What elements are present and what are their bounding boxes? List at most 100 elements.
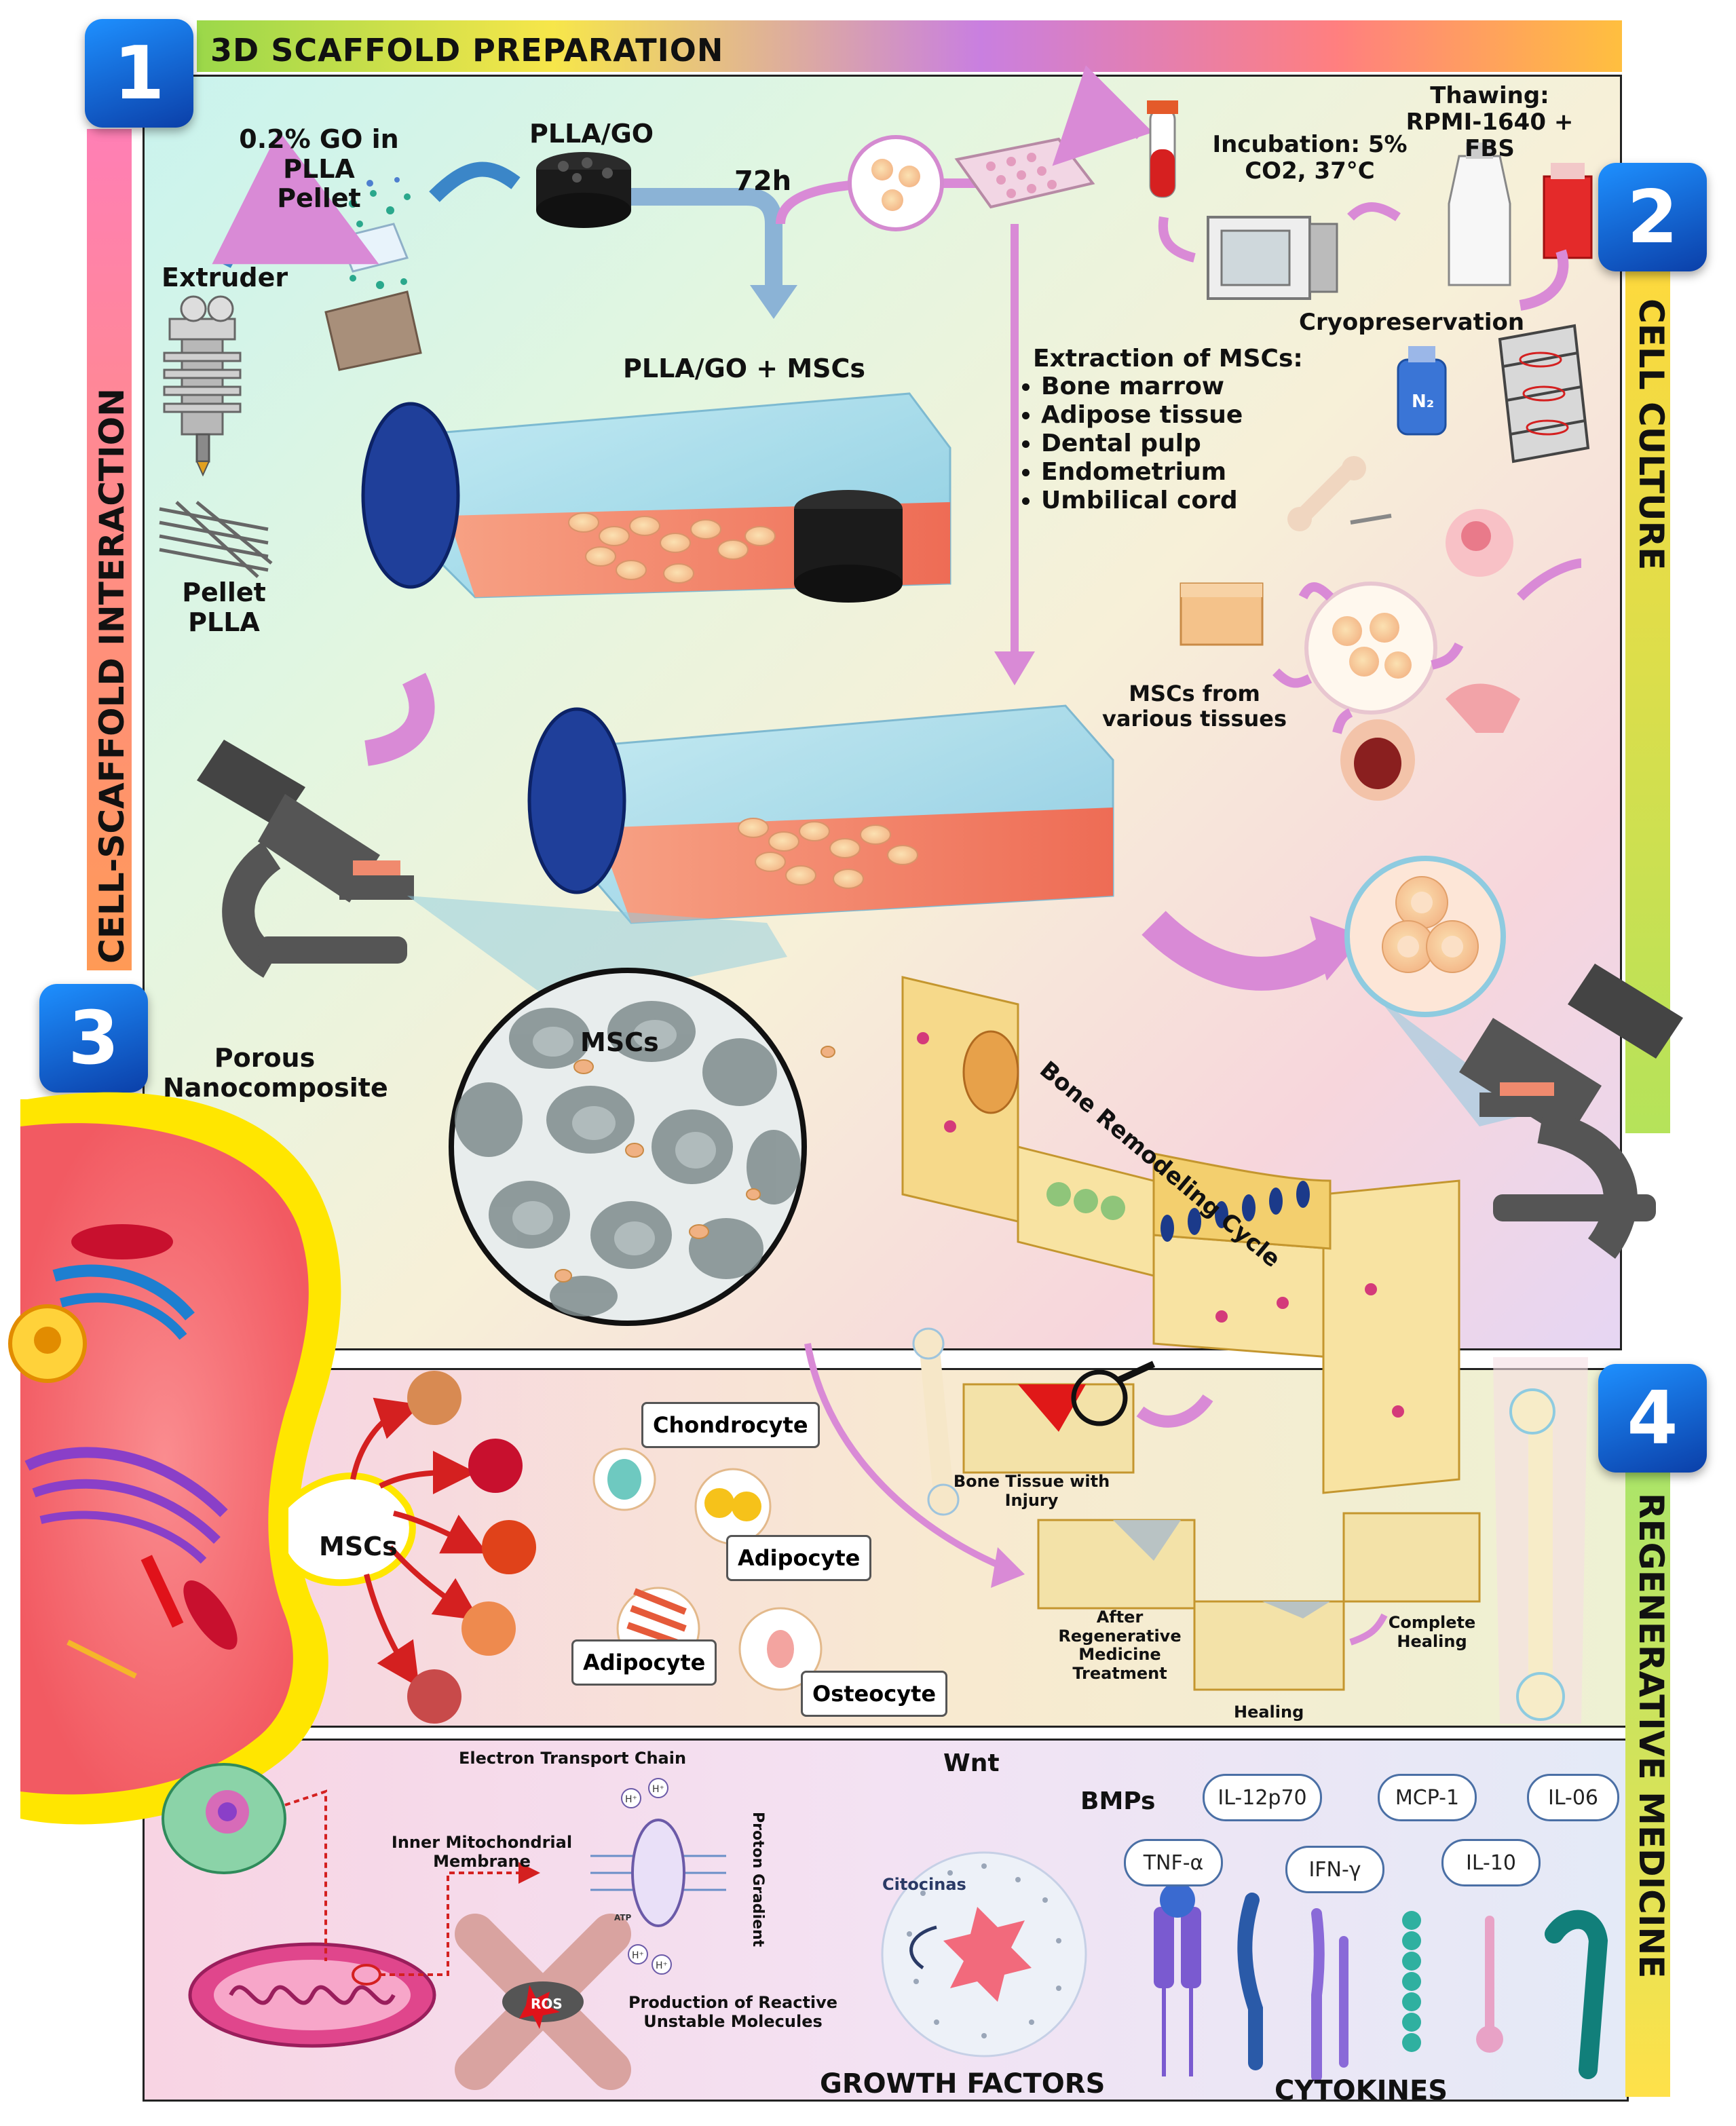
- etc-membrane: [590, 1778, 726, 1975]
- proton-gradient-label: Proton Gradient: [749, 1812, 766, 1948]
- cytokine-pill-il10: IL-10: [1441, 1839, 1541, 1886]
- extruder-label: Extruder: [162, 263, 288, 292]
- wnt-label: Wnt: [943, 1749, 1000, 1777]
- bone-marrow-icon: [1287, 456, 1392, 531]
- bone-remodeling-illustration: [901, 976, 1460, 1494]
- extraction-list: Extraction of MSCs: Bone marrow Adipose …: [1011, 345, 1303, 515]
- title-strip-1: [197, 20, 1622, 72]
- pellet-plla-illustration: [159, 501, 273, 578]
- msc-node: [282, 1473, 416, 1587]
- time-72h-label: 72h: [734, 166, 792, 197]
- microscope-left-icon: [197, 740, 414, 978]
- nitrogen-dewar-icon: [1397, 346, 1447, 436]
- arrow-healing-to-complete: [1349, 1613, 1388, 1646]
- blood-tube-icon: [1147, 100, 1178, 198]
- extraction-item: Dental pulp: [1041, 430, 1303, 458]
- mscs-various-tissues-hub: [1304, 582, 1437, 715]
- plla-go-label: PLLA/GO: [529, 119, 654, 149]
- arrow-tube-to-plate: [1052, 65, 1153, 166]
- tissue-balls: [407, 1371, 536, 1724]
- culture-bottles-icon: [1448, 143, 1593, 286]
- arrow-cryo-to-thaw: [1519, 249, 1569, 311]
- porous-nanocomposite-zoom: [449, 968, 835, 1326]
- embryo-icon: [1446, 509, 1513, 577]
- complete-healing-label: Complete Healing: [1388, 1613, 1476, 1651]
- receptor-icons: [1154, 1882, 1608, 2082]
- strip-section-4: [1625, 1445, 1670, 2097]
- femur-small-icon: [912, 1327, 960, 1516]
- arrow-zoom-to-healing: [804, 1343, 1006, 1571]
- section-1-title: 3D SCAFFOLD PREPARATION: [210, 32, 724, 69]
- imm-label: Inner Mitochondrial Membrane: [391, 1833, 573, 1871]
- arrow-incubator-to-tube: [1158, 216, 1196, 263]
- hplus-3: H⁺: [632, 1950, 644, 1961]
- extraction-item: Bone marrow: [1041, 373, 1303, 401]
- arrow-extruder-to-go: [212, 130, 379, 269]
- arrow-flask-to-zoom: [1141, 911, 1340, 991]
- cryo-rack-icon: [1498, 324, 1590, 463]
- scaffold-in-flask: [794, 490, 903, 603]
- thawing-label: Thawing: RPMI-1640 + FBS: [1405, 82, 1574, 163]
- large-cell-illustration: [8, 1092, 341, 1825]
- ros-label: Production of Reactive Unstable Molecule…: [628, 1993, 838, 2031]
- n2-label: N₂: [1412, 392, 1434, 412]
- cytokine-pill-ifng: IFN-γ: [1285, 1846, 1384, 1893]
- incubation-label: Incubation: 5% CO2, 37°C: [1212, 131, 1408, 185]
- plla-go-mscs-label: PLLA/GO + MSCs: [623, 354, 866, 383]
- culture-flask-1: [361, 392, 951, 603]
- cell-dish-zoom: [848, 135, 944, 231]
- ros-blocked-icon: [455, 1914, 631, 2090]
- etc-label: Electron Transport Chain: [459, 1749, 687, 1768]
- microscope-right-icon: [1459, 964, 1683, 1259]
- growth-factors-label: GROWTH FACTORS: [820, 2068, 1106, 2100]
- zoomed-cells-circle: [1344, 856, 1506, 1017]
- mscs-various-tissues-label: MSCs from various tissues: [1101, 681, 1287, 732]
- badge-3: 3: [39, 984, 148, 1093]
- healing-blocks: [1037, 1512, 1481, 1691]
- arrow-to-microscope-left: [364, 672, 435, 766]
- injured-bone-block: [962, 1361, 1156, 1474]
- after-treatment-label: After Regenerative Medicine Treatment: [1058, 1608, 1182, 1683]
- badge-4: 4: [1598, 1364, 1707, 1473]
- skin-tissue-icon: [1180, 582, 1264, 646]
- mitochondrion-icon: [188, 1942, 436, 2048]
- go-pellet-label: 0.2% GO in PLLA Pellet: [239, 124, 399, 214]
- extraction-item: Umbilical cord: [1041, 487, 1303, 515]
- arrow-go-to-scaffold: [429, 162, 521, 202]
- porous-nanocomposite-label: Porous Nanocomposite: [163, 1043, 388, 1103]
- extraction-title: Extraction of MSCs:: [1033, 345, 1303, 373]
- citocinas-cell-icon: [881, 1851, 1087, 2057]
- cytokine-pill-tnfa: TNF-α: [1124, 1839, 1223, 1886]
- extraction-item: Adipose tissue: [1041, 401, 1303, 430]
- incubator-icon: [1207, 216, 1338, 300]
- badge-1: 1: [85, 19, 193, 128]
- arrow-injury-to-remodel: [1136, 1394, 1213, 1428]
- uterus-icon: [1446, 683, 1520, 733]
- strip-section-3: [87, 129, 132, 970]
- plla-go-scaffold-illustration: [536, 152, 631, 228]
- extruder-illustration: [163, 295, 242, 477]
- hplus-2: H⁺: [652, 1784, 664, 1795]
- animal-cell-icon: [162, 1763, 286, 1874]
- ros-tag: ROS: [531, 1996, 563, 2012]
- cryopreservation-label: Cryopreservation: [1299, 309, 1525, 336]
- badge-2: 2: [1598, 163, 1707, 271]
- arrow-72h: [631, 188, 782, 292]
- mouth-icon: [1340, 719, 1415, 801]
- tissue-arrows: [1272, 558, 1582, 734]
- cytokine-pill-il12p70: IL-12p70: [1203, 1774, 1322, 1821]
- atp-label: ATP: [614, 1913, 632, 1922]
- femur-large-icon: [1493, 1357, 1588, 1724]
- arrow-thaw-to-incubator: [1347, 202, 1401, 221]
- cytokine-pill-il06: IL-06: [1527, 1774, 1619, 1821]
- differentiation-arrows: [350, 1397, 488, 1688]
- bmps-label: BMPs: [1080, 1787, 1156, 1815]
- well-plate-icon: [954, 137, 1095, 209]
- extraction-items: Bone marrow Adipose tissue Dental pulp E…: [1011, 373, 1303, 515]
- strip-section-2: [1625, 251, 1670, 1133]
- osteocyte-tag: Osteocyte: [801, 1671, 948, 1717]
- cytokines-label: CYTOKINES: [1275, 2075, 1448, 2106]
- pellet-plla-label: Pellet PLLA: [182, 577, 266, 637]
- healing-label: Healing: [1234, 1703, 1304, 1722]
